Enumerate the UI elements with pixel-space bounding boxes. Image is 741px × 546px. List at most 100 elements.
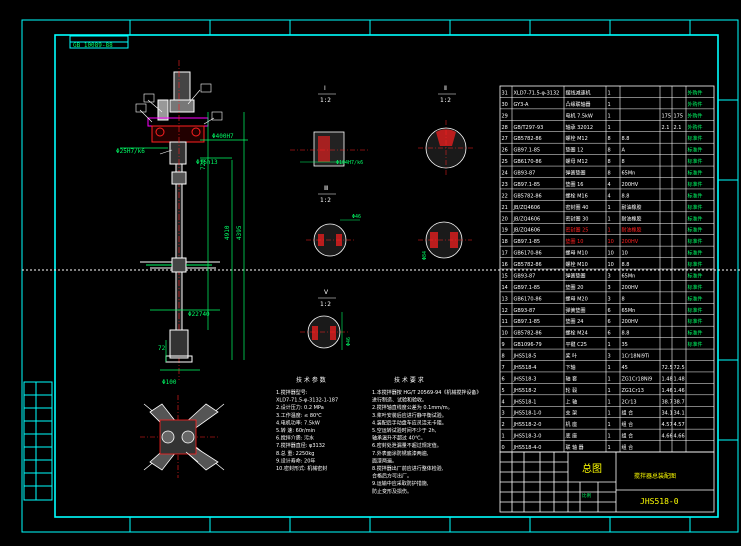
- tech-requirement-line: 2.搅拌轴直线度公差为 0.1mm/m。: [372, 404, 453, 411]
- bom-cell-qty: 1: [608, 228, 611, 234]
- bom-cell-no: 9: [502, 342, 505, 348]
- bom-cell-note: 标准件: [688, 181, 703, 188]
- bom-cell-w1: 4.66: [662, 434, 673, 440]
- bom-cell-note: 标准件: [688, 135, 703, 142]
- bom-cell-code: JHS518-3-0: [513, 434, 542, 440]
- zone-ticks: [129, 20, 738, 532]
- bom-cell-name: 凸缘联轴器: [566, 101, 591, 108]
- bom-cell-mat: 耐油橡胶: [622, 204, 642, 211]
- bom-cell-code: GB6170-86: [514, 296, 542, 302]
- bom-cell-mat: 200HV: [622, 285, 639, 291]
- dim-a2: Φ84: [422, 251, 428, 260]
- version-box: GB 10089-88: [69, 35, 129, 49]
- bom-cell-no: 27: [502, 136, 508, 142]
- bom-cell-no: 15: [502, 273, 508, 279]
- bom-cell-qty: 6: [608, 331, 611, 337]
- version-box-text: GB 10089-88: [73, 42, 113, 49]
- bom-cell-note: 标准件: [688, 215, 703, 222]
- bom-cell-qty: 1: [608, 216, 611, 222]
- bom-cell-note: 标准件: [688, 204, 703, 211]
- main-elevation-view: [120, 60, 248, 380]
- detail-view-a: Ⅰ 1:2 Φ104H7/k6: [290, 85, 370, 167]
- bom-cell-code: GB97.1-85: [514, 285, 541, 291]
- bom-cell-note: 外购件: [688, 89, 703, 96]
- bom-cell-code: GB97.1-85: [514, 182, 541, 188]
- bom-cell-note: 标准件: [688, 318, 703, 325]
- bom-cell-note: 标准件: [688, 295, 703, 302]
- bom-cell-note: 标准件: [688, 272, 703, 279]
- bom-cell-mat: 耐油橡胶: [622, 215, 642, 222]
- main-dimension-labels: Φ400H7 Φ16h13 Φ25H7/k6 Φ22740 Φ100 72 49…: [116, 133, 243, 386]
- dim-impeller-dia: Φ22740: [188, 311, 210, 318]
- bom-cell-mat: 10: [622, 251, 628, 257]
- bom-cell-no: 18: [502, 239, 508, 245]
- tech-param-line: 8.总 重: 2250kg: [276, 450, 314, 457]
- bom-cell-mat: 200HV: [622, 182, 639, 188]
- bom-cell-no: 16: [502, 262, 508, 268]
- bom-cell-no: 20: [502, 216, 508, 222]
- bom-cell-name: 平键 C25: [566, 341, 587, 348]
- bom-cell-w1: 4.57: [662, 422, 673, 428]
- dim-base-dia: Φ100: [162, 379, 177, 386]
- bom-cell-note: 标准件: [688, 192, 703, 199]
- bom-cell-name: 桨 叶: [566, 353, 578, 360]
- bom-cell-mat: 35: [622, 342, 628, 348]
- bom-cell-qty: 4: [608, 193, 611, 199]
- tech-requirements-lines: 1.本搅拌器按 HG/T 20569-94《机械搅拌设备》 进行制造、试验和验收…: [372, 389, 481, 495]
- bom-cell-name: 联 轴 器: [566, 444, 584, 451]
- bom-cell-w1: 38.7: [662, 399, 673, 405]
- plan-view: [140, 395, 225, 478]
- bom-cell-code: JB/ZQ4606: [513, 205, 541, 211]
- bom-cell-qty: 1: [608, 376, 611, 382]
- detail-view-e: Ⅴ 1:2 Φ46: [300, 289, 352, 350]
- bom-cell-no: 8: [502, 354, 505, 360]
- bom-cell-mat: 8.8: [622, 331, 630, 337]
- flange: [147, 117, 209, 127]
- bom-cell-mat: 8.8: [622, 136, 630, 142]
- bom-cell-code: GB6170-86: [514, 251, 542, 257]
- bom-cell-code: GB5782-86: [514, 262, 542, 268]
- bom-cell-code: XLD7-71.5-φ-3132: [514, 90, 560, 96]
- bom-cell-w1: 2.1: [662, 125, 670, 131]
- detail-view-d: Φ84: [418, 221, 472, 260]
- tech-param-line: 10.密封形式: 机械密封: [276, 465, 327, 472]
- dim-fit: Φ25H7/k6: [116, 148, 145, 155]
- scale-label: 比例: [582, 492, 591, 499]
- bom-cell-code: GB97.1-85: [514, 148, 541, 154]
- bom-cell-note: 外购件: [688, 101, 703, 108]
- drawing-number: JHS518-0: [640, 497, 679, 506]
- title-block: [499, 451, 715, 513]
- tech-requirement-line: 1.本搅拌器按 HG/T 20569-94《机械搅拌设备》: [372, 389, 481, 396]
- bom-cell-no: 17: [502, 251, 508, 257]
- bom-cell-w2: 4.66: [674, 434, 685, 440]
- view-b-letter: Ⅱ: [444, 85, 447, 92]
- bom-cell-no: 6: [502, 376, 505, 382]
- bom-cell-no: 4: [502, 399, 505, 405]
- bom-cell-name: 下轴: [566, 364, 576, 371]
- bom-cell-no: 11: [502, 319, 508, 325]
- bom-cell-no: 2: [502, 422, 505, 428]
- bom-cell-no: 13: [502, 296, 508, 302]
- bom-cell-w1: 1.46: [662, 388, 673, 394]
- bom-cell-w2: 1.46: [674, 388, 685, 394]
- bom-cell-name: 密封圈 40: [566, 204, 589, 211]
- bom-cell-name: 垫圈 24: [566, 318, 584, 325]
- bom-cell-qty: 6: [608, 319, 611, 325]
- bom-cell-name: 轴 套: [566, 375, 578, 382]
- bom-cell-note: 外购件: [688, 112, 703, 119]
- bom-cell-name: 螺栓 M12: [566, 135, 588, 142]
- tech-requirement-line: 8.搅拌器出厂前应进行整体检验,: [372, 465, 444, 472]
- view-e-scale: 1:2: [320, 301, 331, 308]
- bom-cell-qty: 8: [608, 171, 611, 177]
- bom-cell-no: 30: [502, 102, 508, 108]
- tech-requirement-line: 进行制造、试验和验收。: [372, 397, 427, 404]
- bom-cell-no: 14: [502, 285, 508, 291]
- dim-a3: Φ46: [352, 214, 361, 220]
